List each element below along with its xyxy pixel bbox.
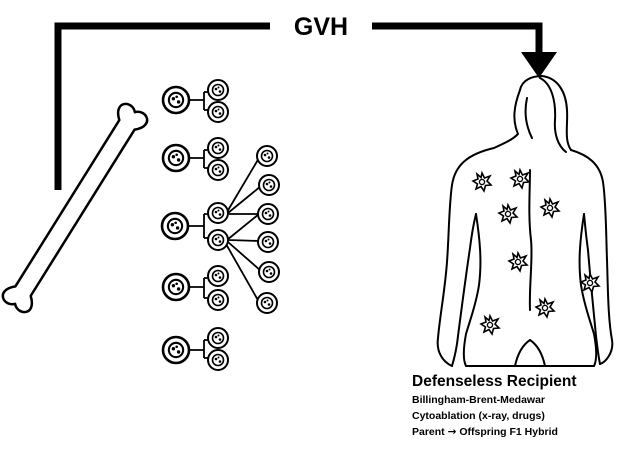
right-arrow-icon: → (448, 426, 457, 438)
recipient-line-2: Cytoablation (x-ray, drugs) (412, 408, 638, 424)
lesion-icon (499, 205, 517, 223)
human-body-icon (438, 76, 613, 366)
lesion-icon (511, 170, 529, 188)
lesion-icon (541, 199, 559, 217)
lesion-icon (473, 173, 491, 191)
lesion-icon (581, 274, 599, 292)
cell-cluster (188, 92, 261, 358)
lesion-icon (509, 253, 527, 271)
cell-icons (162, 80, 279, 370)
arrow-down-icon (521, 52, 557, 78)
lesion-icon (536, 299, 554, 317)
bone-icon (0, 101, 150, 315)
recipient-line-3-after: Offspring F1 Hybrid (459, 426, 558, 438)
recipient-line-1: Billingham-Brent-Medawar (412, 392, 638, 408)
recipient-caption: Defenseless Recipient Billingham-Brent-M… (412, 372, 638, 440)
recipient-line-3: Parent → Offspring F1 Hybrid (412, 424, 638, 440)
diagram-title: GVH (294, 13, 348, 41)
recipient-heading: Defenseless Recipient (412, 372, 638, 392)
lesion-icon (481, 316, 499, 334)
recipient-line-3-before: Parent (412, 426, 445, 438)
